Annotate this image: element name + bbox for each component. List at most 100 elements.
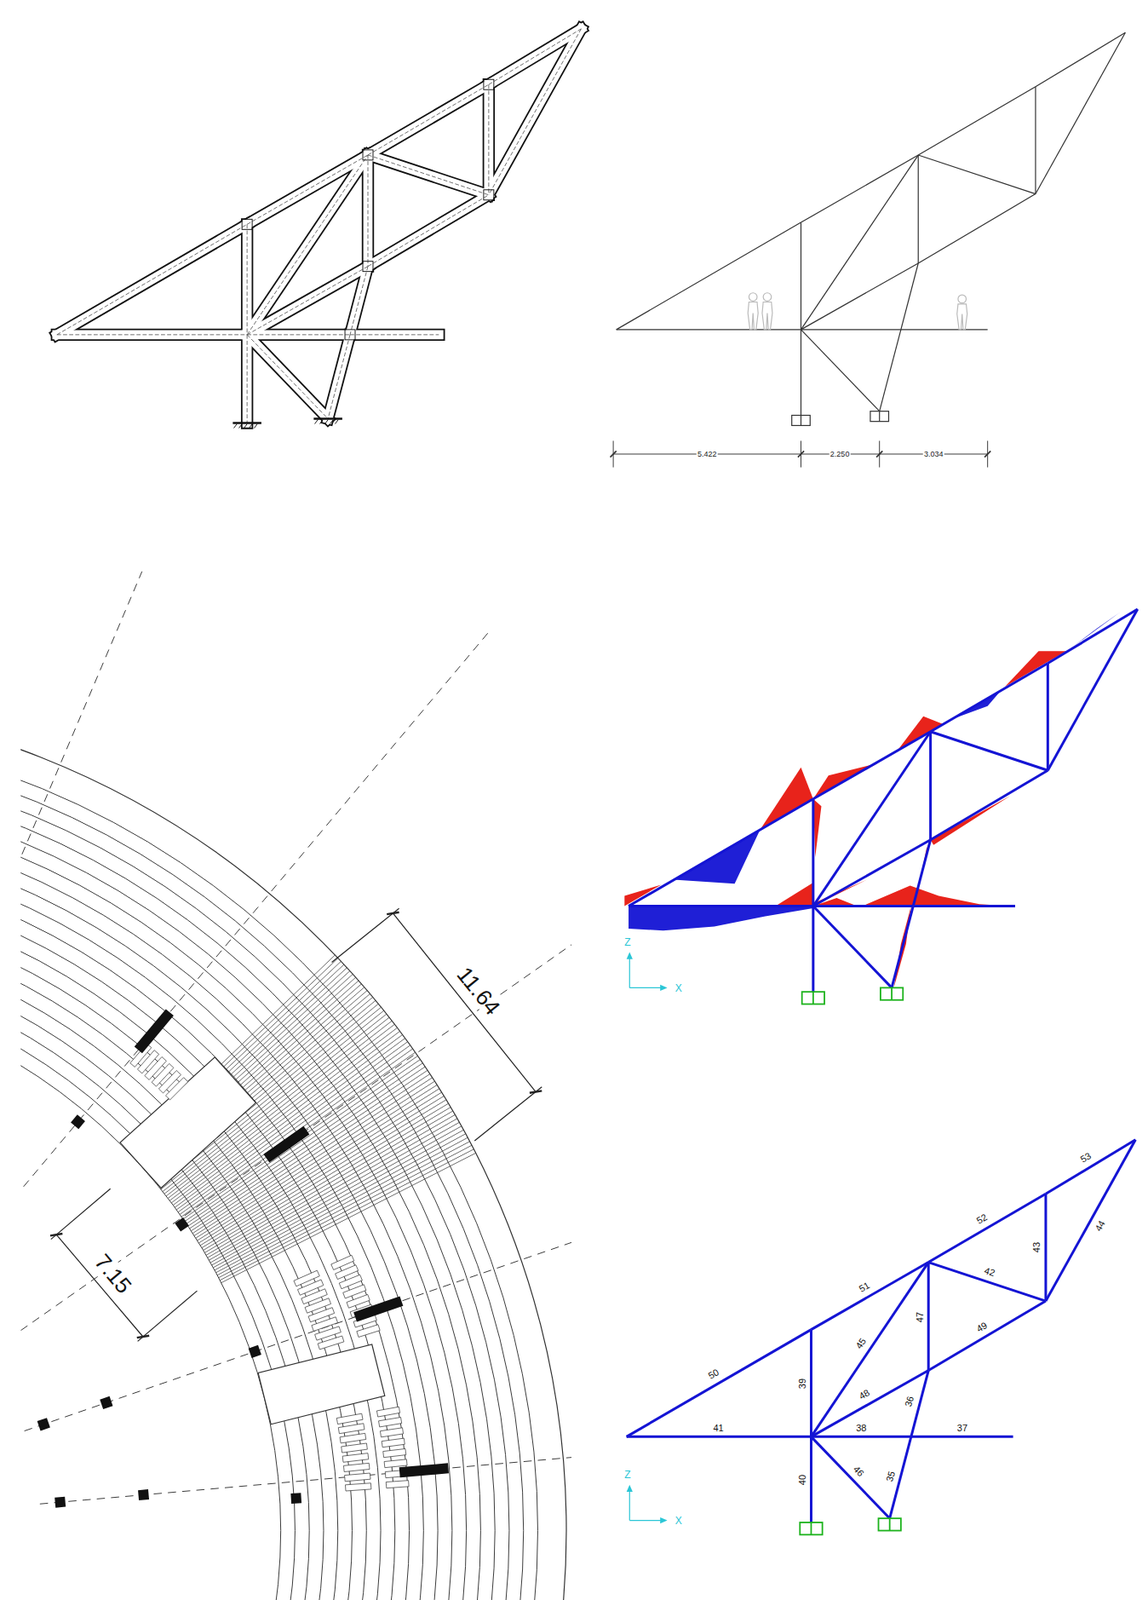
member-line: [813, 731, 931, 799]
axis-label: Z: [623, 936, 632, 948]
member-line: [928, 1300, 1046, 1370]
member-outline: [241, 334, 253, 424]
ground-hatch: [315, 419, 319, 425]
member-body: [246, 334, 328, 420]
axis-line: [24, 1148, 572, 1430]
member-centerline: [488, 28, 582, 196]
member-line: [1034, 86, 1036, 195]
member-outline: [57, 223, 247, 335]
member-outline: [241, 223, 253, 335]
member-number: 47: [914, 1310, 925, 1323]
member-line: [918, 86, 1036, 155]
dimension-tick: [984, 450, 991, 457]
seating-row: [20, 826, 438, 1600]
member-number: 49: [974, 1319, 990, 1334]
base-plate: [313, 417, 343, 420]
dimension-tick: [50, 1233, 63, 1235]
column-square: [37, 1417, 51, 1430]
member-line: [813, 906, 892, 988]
column-square: [290, 1492, 302, 1504]
axis-arrow: [629, 987, 666, 988]
member-number: 48: [856, 1386, 873, 1401]
human-silhouette: [762, 292, 773, 330]
support-symbol: [870, 411, 890, 422]
gusset-plate: [344, 329, 356, 340]
human-head: [958, 294, 967, 304]
support-symbol: [810, 1521, 813, 1534]
member-body: [483, 84, 494, 196]
member-outline: [327, 334, 351, 420]
axis-arrowhead: [660, 1516, 667, 1523]
column-bar: [353, 1295, 403, 1321]
seating-row: [20, 769, 495, 1600]
gusset-plate: [241, 218, 253, 230]
support-symbol: [889, 1517, 891, 1530]
human-body: [957, 304, 968, 330]
member-number: 42: [982, 1265, 998, 1279]
member-centerline: [350, 266, 368, 335]
seating-row: [20, 755, 510, 1600]
human-silhouette: [957, 294, 968, 330]
member-line: [810, 1435, 911, 1438]
dimension-tick: [797, 450, 804, 457]
member-centerline: [367, 154, 369, 267]
member-body: [350, 329, 439, 339]
member-body: [327, 334, 351, 420]
member-line: [813, 731, 931, 907]
ground-hatch: [239, 424, 243, 429]
stair-step: [356, 1324, 380, 1338]
vomitory: [120, 1056, 256, 1189]
member-number: 51: [856, 1280, 873, 1295]
dimension-extension: [474, 1086, 542, 1141]
member-centerline: [488, 28, 582, 85]
dimension-line: [392, 912, 536, 1092]
axis-line: [40, 1428, 572, 1504]
human-head: [763, 292, 772, 302]
member-number: 46: [850, 1463, 867, 1479]
member-centerline: [246, 154, 368, 335]
member-body: [367, 84, 489, 155]
moment-fill: [760, 767, 814, 830]
moment-fill: [1071, 612, 1120, 649]
support-symbol: [878, 411, 880, 422]
member-line: [800, 263, 919, 330]
member-line: [813, 839, 931, 907]
seating-row: [20, 798, 466, 1600]
roof-hatch: [212, 1129, 464, 1268]
stair-step: [331, 1254, 355, 1269]
support-symbol: [800, 414, 802, 425]
plan-dimensions: [50, 907, 542, 1341]
member-body: [246, 154, 368, 335]
roof-hatch: [201, 1099, 447, 1248]
stadium-plan: [20, 571, 572, 1600]
column-bar: [399, 1462, 449, 1477]
member-outline: [367, 154, 489, 196]
member-outline: [246, 154, 368, 335]
seating-row: [20, 727, 538, 1600]
member-line: [918, 154, 919, 264]
member-line: [928, 1193, 1046, 1262]
member-body: [242, 334, 253, 424]
member-centerline: [487, 84, 489, 196]
axis-arrowhead: [626, 1484, 633, 1492]
dimension-tick: [529, 1090, 542, 1092]
member-outline: [367, 84, 489, 155]
support-symbol: [792, 414, 811, 425]
stair-step: [344, 1472, 371, 1481]
dimension-label: 3.034: [923, 450, 945, 459]
member-body: [367, 154, 489, 196]
member-line: [810, 1262, 929, 1437]
member-number: 37: [956, 1423, 969, 1433]
member-line: [628, 904, 814, 907]
member-body: [363, 154, 374, 267]
member-outline: [57, 328, 247, 341]
member-outline: [488, 28, 582, 196]
member-line: [800, 154, 919, 330]
ground-hatch: [254, 424, 259, 429]
column-square: [99, 1395, 113, 1409]
member-outline: [246, 334, 328, 420]
member-centerline: [246, 334, 328, 420]
member-line: [626, 1435, 812, 1438]
